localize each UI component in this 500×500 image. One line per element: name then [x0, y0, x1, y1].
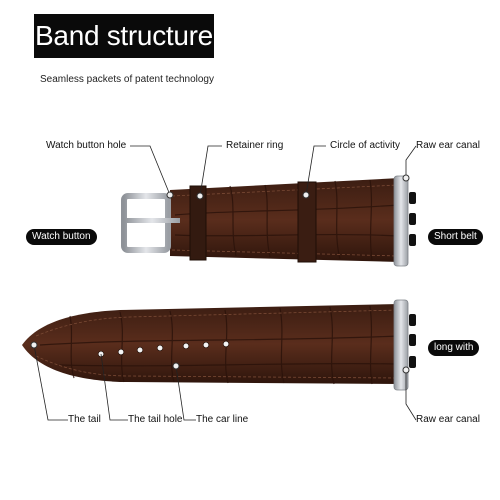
- label-short-belt: Short belt: [428, 229, 483, 245]
- short-belt-strap: [121, 175, 416, 267]
- leader-lines: [33, 145, 417, 421]
- label-retainer-ring: Retainer ring: [226, 140, 284, 151]
- label-circle-of-activity: Circle of activity: [330, 140, 401, 151]
- long-belt-strap: [22, 299, 416, 391]
- label-watch-button-hole: Watch button hole: [46, 140, 127, 151]
- label-the-tail-hole: The tail hole: [128, 414, 183, 425]
- label-the-tail: The tail: [68, 414, 101, 425]
- title-banner: Band structure: [34, 14, 214, 58]
- subtitle: Seamless packets of patent technology: [40, 74, 214, 85]
- label-the-car-line: The car line: [196, 414, 249, 425]
- label-raw-ear-canal-bottom: Raw ear canal: [416, 414, 480, 425]
- label-long-with: long with: [428, 340, 480, 356]
- label-raw-ear-canal-top: Raw ear canal: [416, 140, 480, 151]
- page-title: Band structure: [35, 20, 213, 51]
- label-watch-button: Watch button: [26, 229, 97, 245]
- marker-dots: [30, 174, 410, 374]
